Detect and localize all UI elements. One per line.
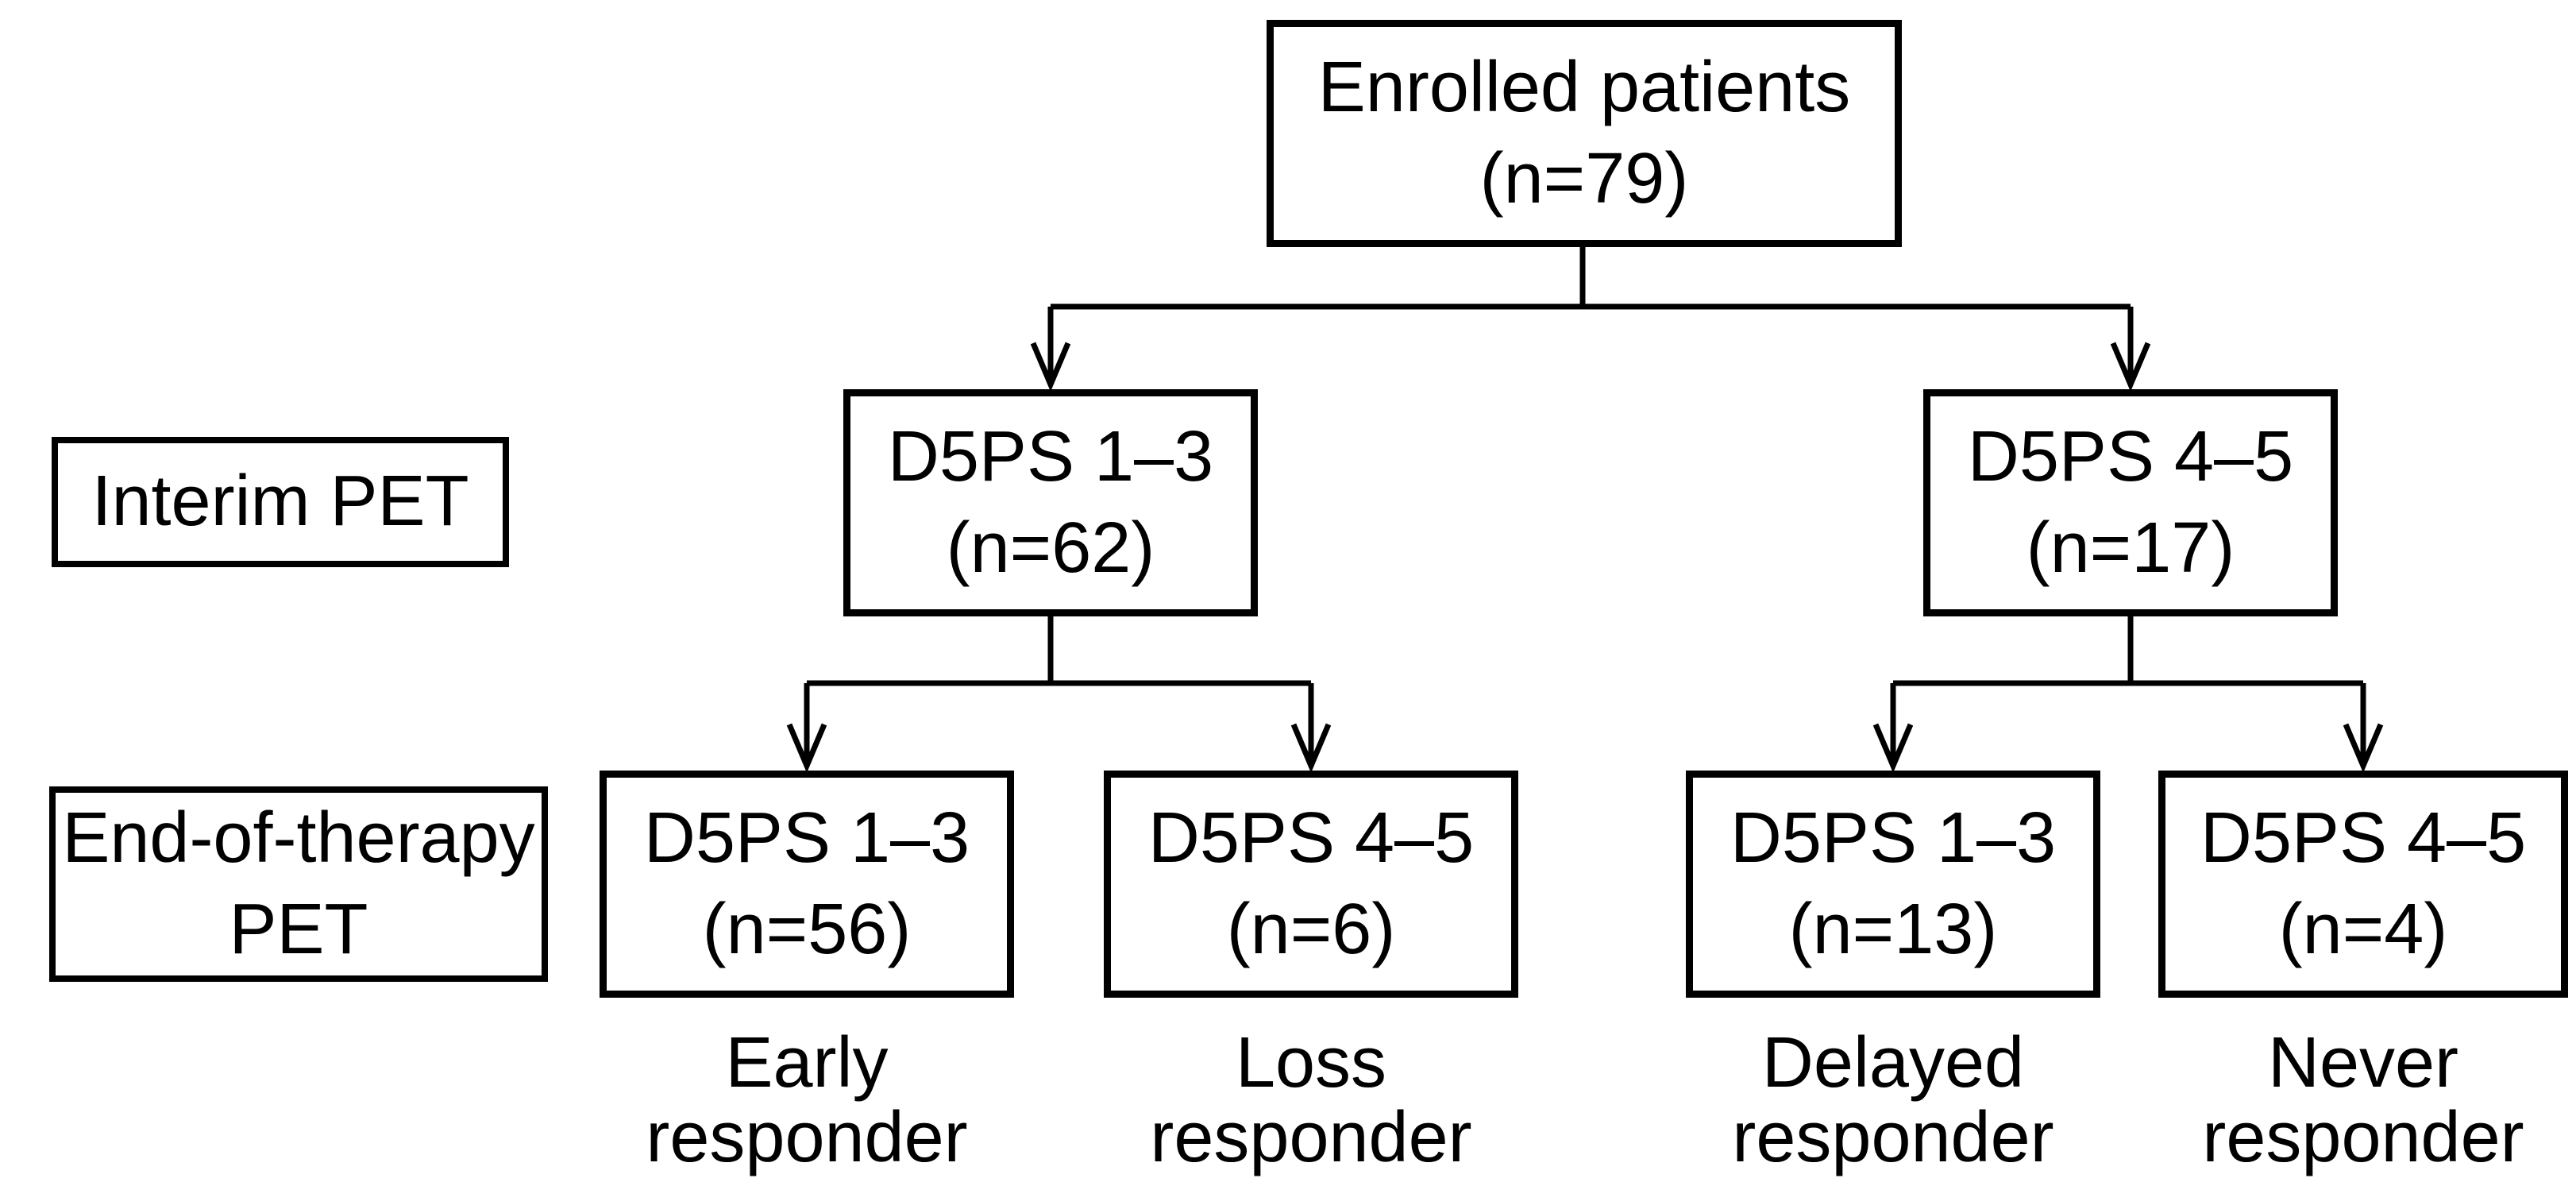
node-title: Enrolled patients bbox=[1317, 47, 1851, 127]
arrow-down-icon bbox=[2343, 723, 2384, 773]
caption-line1: Early bbox=[725, 1023, 889, 1103]
caption-early-responder: Early responder bbox=[553, 1026, 1061, 1175]
arrow-down-icon bbox=[1030, 342, 1071, 392]
arrow-down-icon bbox=[2110, 342, 2151, 392]
node-count: (n=56) bbox=[702, 890, 912, 969]
arrow-down-icon bbox=[1872, 723, 1914, 773]
node-title: D5PS 1–3 bbox=[887, 416, 1214, 496]
node-count: (n=4) bbox=[2278, 890, 2448, 969]
arrow-down-icon bbox=[1290, 723, 1332, 773]
caption-line2: responder bbox=[2202, 1097, 2524, 1177]
stage-label-text: Interim PET bbox=[91, 462, 469, 542]
stage-label-interim-pet: Interim PET bbox=[52, 437, 509, 567]
node-count: (n=79) bbox=[1479, 139, 1689, 218]
node-title: D5PS 4–5 bbox=[1967, 416, 2294, 496]
caption-line2: responder bbox=[1150, 1097, 1472, 1177]
caption-line2: responder bbox=[646, 1097, 968, 1177]
node-eot-d5ps-1-3-delayed: D5PS 1–3 (n=13) bbox=[1686, 771, 2100, 998]
caption-line1: Loss bbox=[1235, 1023, 1387, 1103]
arrow-down-icon bbox=[786, 723, 827, 773]
node-title: D5PS 1–3 bbox=[643, 798, 970, 878]
caption-never-responder: Never responder bbox=[2109, 1026, 2576, 1175]
node-count: (n=17) bbox=[2026, 508, 2235, 588]
caption-line2: responder bbox=[1732, 1097, 2054, 1177]
caption-delayed-responder: Delayed responder bbox=[1639, 1026, 2147, 1175]
stage-label-line1: End-of-therapy bbox=[62, 798, 535, 878]
node-interim-d5ps-4-5: D5PS 4–5 (n=17) bbox=[1923, 389, 2338, 616]
node-count: (n=13) bbox=[1788, 890, 1998, 969]
caption-line1: Never bbox=[2267, 1023, 2459, 1103]
node-enrolled-patients: Enrolled patients (n=79) bbox=[1267, 20, 1902, 247]
node-interim-d5ps-1-3: D5PS 1–3 (n=62) bbox=[843, 389, 1258, 616]
stage-label-end-of-therapy-pet: End-of-therapy PET bbox=[49, 786, 548, 982]
stage-label-line2: PET bbox=[229, 890, 368, 969]
node-title: D5PS 1–3 bbox=[1730, 798, 2057, 878]
caption-loss-responder: Loss responder bbox=[1057, 1026, 1565, 1175]
caption-line1: Delayed bbox=[1761, 1023, 2025, 1103]
node-eot-d5ps-1-3-early: D5PS 1–3 (n=56) bbox=[600, 771, 1014, 998]
node-title: D5PS 4–5 bbox=[1147, 798, 1475, 878]
node-eot-d5ps-4-5-loss: D5PS 4–5 (n=6) bbox=[1104, 771, 1518, 998]
node-count: (n=6) bbox=[1226, 890, 1396, 969]
node-count: (n=62) bbox=[946, 508, 1155, 588]
node-eot-d5ps-4-5-never: D5PS 4–5 (n=4) bbox=[2158, 771, 2568, 998]
node-title: D5PS 4–5 bbox=[2200, 798, 2527, 878]
